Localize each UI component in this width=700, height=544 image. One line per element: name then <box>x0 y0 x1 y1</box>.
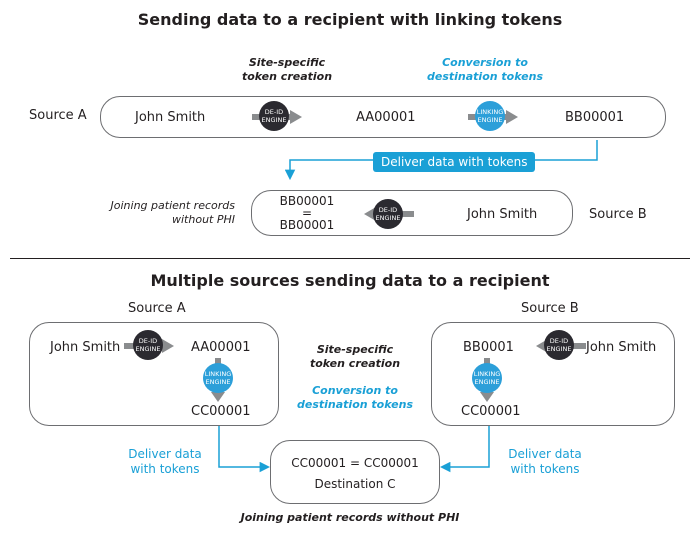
top-john-smith-b: John Smith <box>467 207 538 222</box>
bottom-a-linking-engine-icon: LINKING ENGINE <box>203 363 233 393</box>
bottom-source-a-label: Source A <box>128 301 186 316</box>
bottom-a-john-smith: John Smith <box>50 340 121 355</box>
top-linking-engine-icon: LINKING ENGINE <box>475 101 505 131</box>
bottom-title: Multiple sources sending data to a recip… <box>150 271 550 290</box>
top-deid-engine-b-icon: DE-ID ENGINE <box>373 199 403 229</box>
destination-c-box <box>270 440 440 504</box>
top-title: Sending data to a recipient with linking… <box>137 10 563 29</box>
top-bb-token: BB00001 <box>565 110 625 125</box>
destination-name: Destination C <box>314 477 396 491</box>
top-source-a-box <box>100 96 666 138</box>
bottom-b-deid-engine-icon: DE-ID ENGINE <box>544 330 574 360</box>
top-token-match: BB00001 = BB00001 <box>265 195 349 231</box>
top-deid-engine-icon: DE-ID ENGINE <box>259 101 289 131</box>
section-divider <box>10 258 690 259</box>
top-source-b-label: Source B <box>589 207 647 222</box>
bottom-a-cc-token: CC00001 <box>191 404 251 419</box>
top-deliver-pill: Deliver data with tokens <box>373 152 536 172</box>
top-bb-match-1: BB00001 <box>279 194 335 208</box>
bottom-a-aa-token: AA00001 <box>191 340 251 355</box>
bottom-deliver-right-label: Deliver data with tokens <box>508 447 582 476</box>
top-aa-token: AA00001 <box>356 110 416 125</box>
deliver-connector-left <box>218 425 271 473</box>
top-john-smith: John Smith <box>135 110 206 125</box>
bottom-joining-note: Joining patient records without PHI <box>240 511 460 524</box>
bottom-b-linking-engine-icon: LINKING ENGINE <box>472 363 502 393</box>
bottom-b-john-smith: John Smith <box>586 340 657 355</box>
bottom-site-specific-label: Site-specific token creation <box>309 343 401 370</box>
deliver-connector-right <box>439 425 490 473</box>
top-joining-note: Joining patient records without PHI <box>110 199 235 226</box>
bottom-deliver-left-label: Deliver data with tokens <box>128 447 202 476</box>
top-conversion-label: Conversion to destination tokens <box>427 56 543 83</box>
bottom-b-cc-token: CC00001 <box>461 404 521 419</box>
bottom-b-bb-token: BB0001 <box>463 340 514 355</box>
top-bb-match-eq: = <box>301 206 313 220</box>
top-bb-match-2: BB00001 <box>279 218 335 232</box>
bottom-a-deid-engine-icon: DE-ID ENGINE <box>133 330 163 360</box>
top-site-specific-label: Site-specific token creation <box>241 56 333 83</box>
bottom-source-b-label: Source B <box>521 301 579 316</box>
destination-token-match: CC00001 = CC00001 <box>291 456 419 470</box>
top-source-a-label: Source A <box>29 108 87 123</box>
bottom-conversion-label: Conversion to destination tokens <box>297 384 413 411</box>
